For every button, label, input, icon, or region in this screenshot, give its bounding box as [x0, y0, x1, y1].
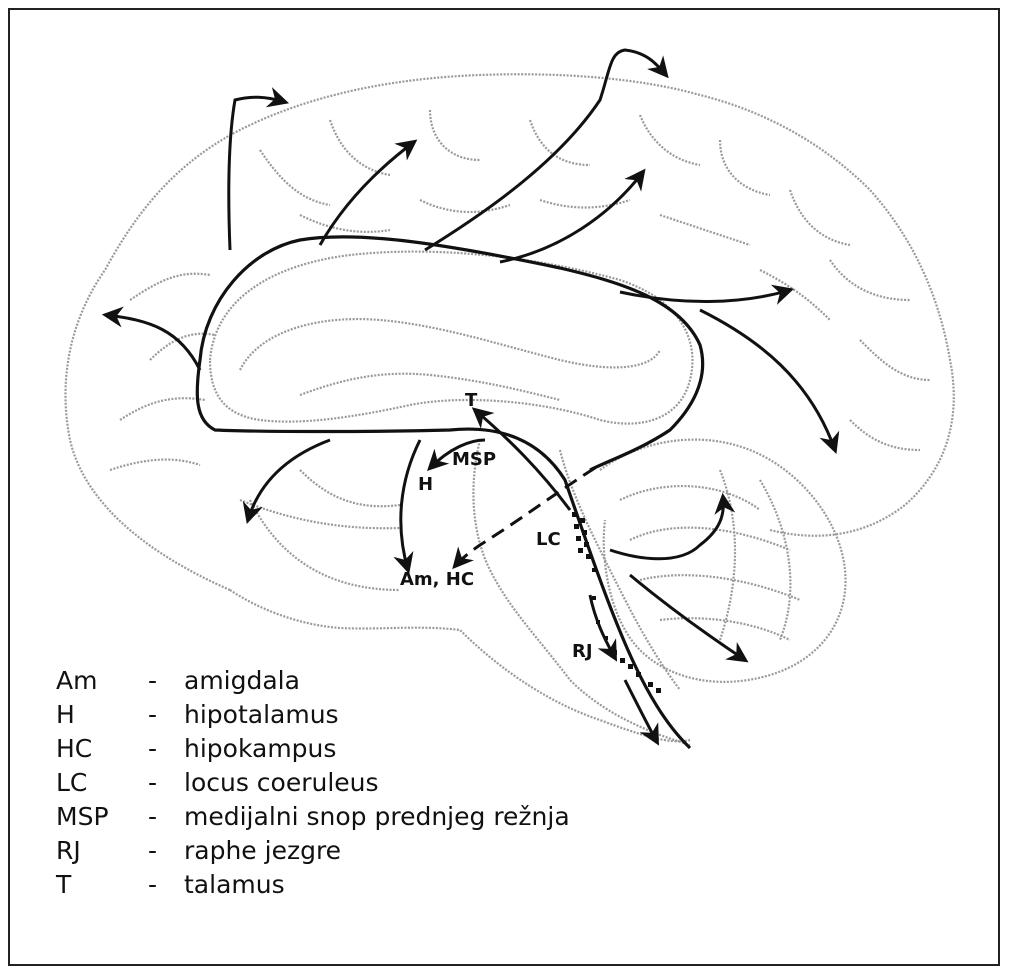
- legend-sep: -: [148, 868, 184, 902]
- legend-sep: -: [148, 834, 184, 868]
- arrow-frontal-far: [106, 315, 200, 370]
- legend-row: HC-hipokampus: [56, 732, 570, 766]
- legend-abbr: LC: [56, 766, 148, 800]
- legend-desc: talamus: [184, 868, 285, 902]
- legend-sep: -: [148, 698, 184, 732]
- arrow-brainstem: [630, 575, 745, 660]
- legend-desc: locus coeruleus: [184, 766, 379, 800]
- legend-sep: -: [148, 800, 184, 834]
- legend-desc: medijalni snop prednjeg režnja: [184, 800, 570, 834]
- label-rj: RJ: [572, 641, 593, 662]
- arrow-top-mid: [320, 142, 414, 245]
- legend-row: H-hipotalamus: [56, 698, 570, 732]
- legend-sep: -: [148, 664, 184, 698]
- legend-sep: -: [148, 732, 184, 766]
- legend-row: RJ-raphe jezgre: [56, 834, 570, 868]
- legend-row: T-talamus: [56, 868, 570, 902]
- label-lc: LC: [536, 529, 561, 550]
- legend-row: MSP-medijalni snop prednjeg režnja: [56, 800, 570, 834]
- legend-abbr: MSP: [56, 800, 148, 834]
- legend-desc: raphe jezgre: [184, 834, 341, 868]
- legend-desc: hipokampus: [184, 732, 336, 766]
- legend-desc: hipotalamus: [184, 698, 339, 732]
- legend: Am-amigdala H-hipotalamus HC-hipokampus …: [56, 664, 570, 902]
- arrow-am: [401, 440, 420, 570]
- arrow-spinal: [625, 680, 657, 742]
- label-h: H: [418, 474, 433, 495]
- legend-row: LC-locus coeruleus: [56, 766, 570, 800]
- legend-sep: -: [148, 766, 184, 800]
- legend-abbr: HC: [56, 732, 148, 766]
- label-am-hc: Am, HC: [400, 569, 474, 590]
- legend-abbr: H: [56, 698, 148, 732]
- legend-row: Am-amigdala: [56, 664, 570, 698]
- legend-abbr: Am: [56, 664, 148, 698]
- label-t: T: [465, 390, 478, 411]
- legend-abbr: RJ: [56, 834, 148, 868]
- legend-desc: amigdala: [184, 664, 300, 698]
- legend-abbr: T: [56, 868, 148, 902]
- label-msp: MSP: [452, 449, 496, 470]
- arrow-parietal: [500, 172, 643, 262]
- arrow-occipital-lower: [700, 310, 835, 450]
- arrow-rj: [590, 595, 615, 658]
